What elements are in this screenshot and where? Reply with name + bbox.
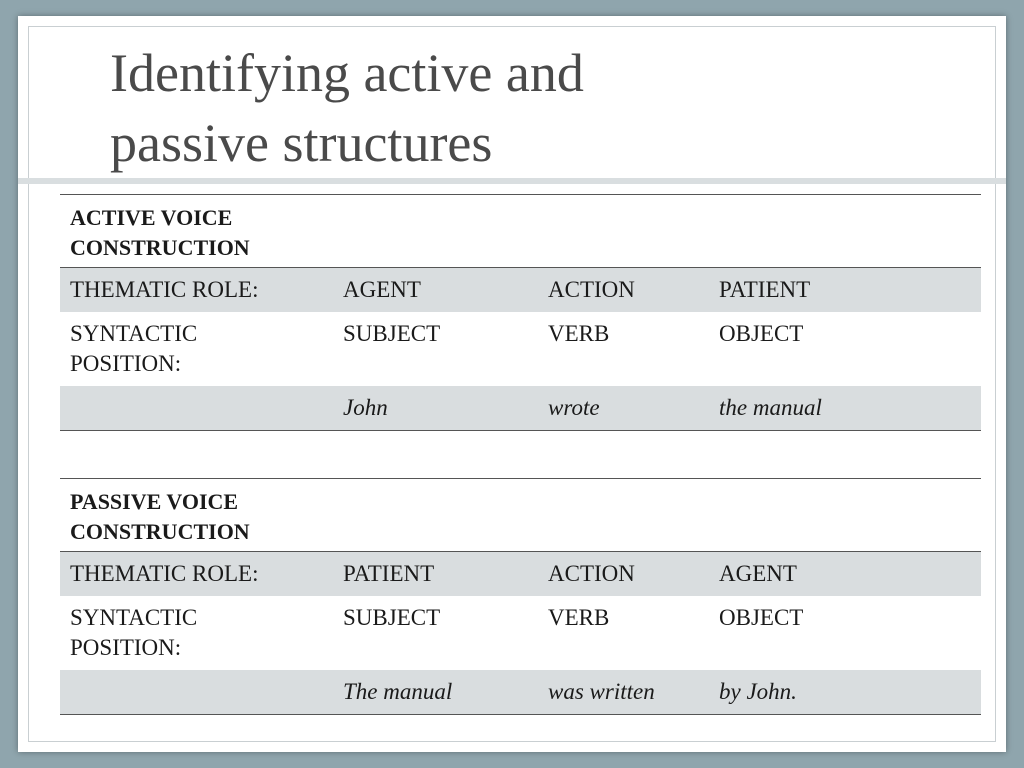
table-cell: VERB <box>548 605 610 630</box>
passive-heading-line-2: CONSTRUCTION <box>70 519 250 544</box>
table-spacer <box>60 431 981 479</box>
passive-heading: PASSIVE VOICE CONSTRUCTION <box>60 478 982 552</box>
table-cell: SYNTACTIC POSITION: <box>60 596 333 670</box>
table-cell: John <box>333 386 538 431</box>
table-cell: THEMATIC ROLE: <box>60 551 333 596</box>
syntactic-label-line-2: POSITION: <box>70 635 182 660</box>
table-cell: The manual <box>333 670 538 715</box>
syntactic-label-line-1: SYNTACTIC <box>70 605 198 630</box>
table-cell: AGENT <box>333 267 538 312</box>
active-example-row: John wrote the manual <box>60 386 982 431</box>
syntactic-label-line-1: SYNTACTIC <box>70 321 198 346</box>
table-cell: SUBJECT <box>343 605 441 630</box>
table-cell: OBJECT <box>719 605 804 630</box>
slide-frame <box>28 26 996 742</box>
table-cell: PATIENT <box>333 551 538 596</box>
active-heading-line-2: CONSTRUCTION <box>70 235 250 260</box>
table-cell: THEMATIC ROLE: <box>60 267 333 312</box>
slide-title-line-2: passive structures <box>110 113 493 173</box>
table-cell: VERB <box>548 321 610 346</box>
syntactic-label-line-2: POSITION: <box>70 351 182 376</box>
passive-thematic-row: THEMATIC ROLE: PATIENT ACTION AGENT <box>60 551 982 596</box>
passive-syntactic-row: SYNTACTIC POSITION: SUBJECT VERB OBJECT <box>60 596 981 670</box>
active-heading-row: ACTIVE VOICE CONSTRUCTION <box>60 194 982 268</box>
passive-example-row: The manual was written by John. <box>60 670 982 715</box>
table-cell: was written <box>538 670 709 715</box>
table-cell: by John. <box>709 670 982 715</box>
table-cell <box>60 670 333 715</box>
table-cell: ACTION <box>538 551 709 596</box>
table-cell: wrote <box>538 386 709 431</box>
active-heading: ACTIVE VOICE CONSTRUCTION <box>60 194 982 268</box>
table-cell: OBJECT <box>719 321 804 346</box>
table-cell: PATIENT <box>709 267 982 312</box>
passive-heading-row: PASSIVE VOICE CONSTRUCTION <box>60 478 982 552</box>
passive-heading-line-1: PASSIVE VOICE <box>70 489 239 514</box>
active-thematic-row: THEMATIC ROLE: AGENT ACTION PATIENT <box>60 267 982 312</box>
slide-title-line-1: Identifying active and <box>110 43 584 103</box>
slide-title: Identifying active and passive structure… <box>110 38 584 178</box>
table-cell <box>60 386 333 431</box>
active-syntactic-row: SYNTACTIC POSITION: SUBJECT VERB OBJECT <box>60 312 981 386</box>
slide: Identifying active and passive structure… <box>18 16 1006 752</box>
table-cell: SUBJECT <box>343 321 441 346</box>
voice-comparison-table: ACTIVE VOICE CONSTRUCTION THEMATIC ROLE:… <box>60 194 982 715</box>
table-cell: the manual <box>709 386 982 431</box>
table-cell: SYNTACTIC POSITION: <box>60 312 333 386</box>
table-cell: AGENT <box>709 551 982 596</box>
active-heading-line-1: ACTIVE VOICE <box>70 205 233 230</box>
title-divider <box>18 178 1006 184</box>
table-cell: ACTION <box>538 267 709 312</box>
